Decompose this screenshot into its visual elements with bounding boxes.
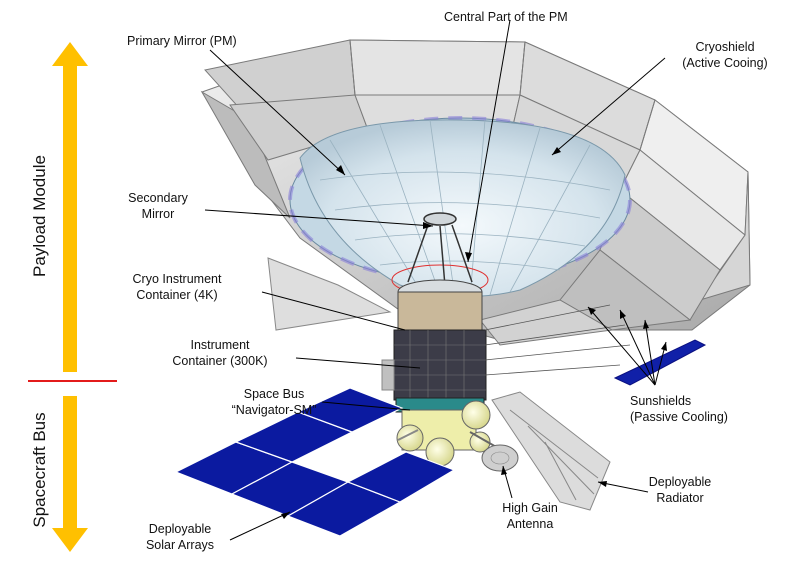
label-space-bus-line1: Space Bus [224, 386, 324, 402]
label-cryo-container-line1: Cryo Instrument [122, 271, 232, 287]
callout-line-solar [230, 512, 290, 540]
payload-module-label: Payload Module [30, 155, 50, 277]
label-instrument-line2: Container (300K) [160, 353, 280, 369]
payload-module-arrow [52, 42, 88, 372]
label-radiator-line1: Deployable [640, 474, 720, 490]
label-sunshields: Sunshields (Passive Cooling) [630, 393, 728, 425]
label-antenna-line2: Antenna [490, 516, 570, 532]
label-cryo-container-line2: Container (4K) [122, 287, 232, 303]
label-instrument-container: Instrument Container (300K) [160, 337, 280, 369]
label-high-gain-antenna: High Gain Antenna [490, 500, 570, 532]
label-secondary-line1: Secondary [118, 190, 198, 206]
label-cryoshield: Cryoshield (Active Cooing) [675, 39, 775, 71]
spacecraft-bus-label: Spacecraft Bus [30, 412, 50, 527]
label-secondary-line2: Mirror [118, 206, 198, 222]
label-central-part: Central Part of the PM [444, 9, 568, 25]
label-radiator-line2: Radiator [640, 490, 720, 506]
bus-side-panel [382, 360, 394, 390]
instrument-stack [394, 280, 486, 412]
label-cryoshield-line1: Cryoshield [675, 39, 775, 55]
label-secondary-mirror: Secondary Mirror [118, 190, 198, 222]
right-blue-panel [615, 340, 705, 385]
label-antenna-line1: High Gain [490, 500, 570, 516]
spacecraft-bus-arrow [52, 396, 88, 552]
label-cryoshield-line2: (Active Cooing) [675, 55, 775, 71]
label-solar-line1: Deployable [130, 521, 230, 537]
label-sunshields-line1: Sunshields [630, 393, 728, 409]
label-primary-mirror: Primary Mirror (PM) [127, 33, 237, 49]
label-cryo-container: Cryo Instrument Container (4K) [122, 271, 232, 303]
label-instrument-line1: Instrument [160, 337, 280, 353]
label-solar-line2: Solar Arrays [130, 537, 230, 553]
label-space-bus-line2: “Navigator-SM” [224, 402, 324, 418]
label-deployable-radiator: Deployable Radiator [640, 474, 720, 506]
label-space-bus: Space Bus “Navigator-SM” [224, 386, 324, 418]
label-sunshields-line2: (Passive Cooling) [630, 409, 728, 425]
label-solar-arrays: Deployable Solar Arrays [130, 521, 230, 553]
